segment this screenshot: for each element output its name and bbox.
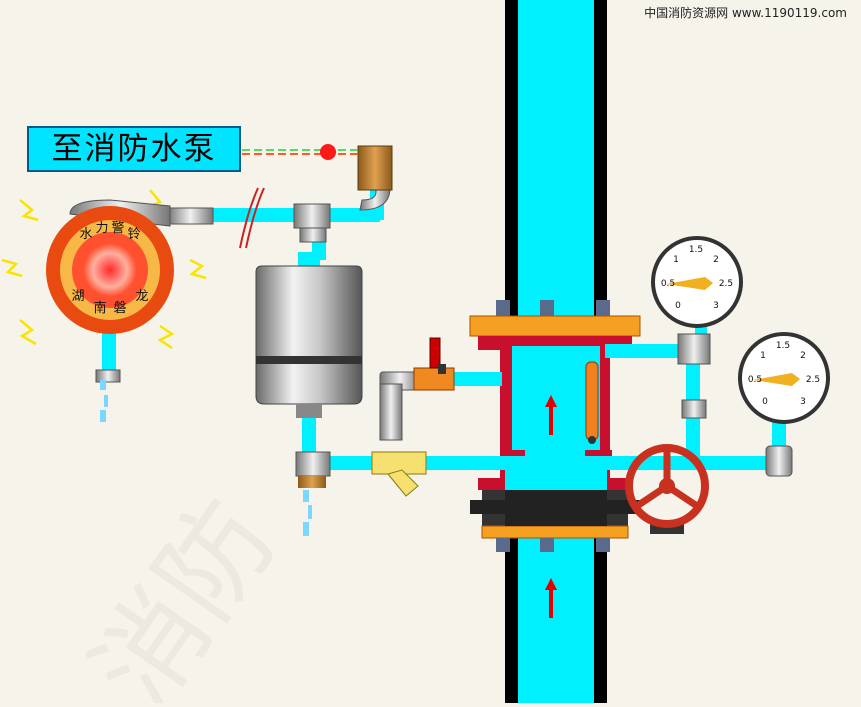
drain-water-center <box>303 490 312 536</box>
signal-wires <box>239 187 265 249</box>
gauge-tick: 0.5 <box>748 375 762 385</box>
gauge-tick: 1 <box>760 351 766 361</box>
lower-flange <box>470 486 640 552</box>
pressure-gauge-lower: 0 0.5 1 1.5 2 2.5 3 <box>738 332 830 424</box>
gauge-tick: 2.5 <box>806 375 820 385</box>
gauge-tick: 3 <box>713 301 719 311</box>
site-watermark: 中国消防资源网 www.1190119.com <box>644 6 847 20</box>
to-fire-pump-label: 至消防水泵 <box>27 126 241 172</box>
gauge-tick: 0 <box>762 397 768 407</box>
drain-water-left <box>100 380 108 422</box>
y-strainer <box>371 451 427 497</box>
control-valve-handwheel <box>625 444 709 534</box>
gauge-tick: 1.5 <box>776 341 790 351</box>
bell-char: 力 <box>95 221 108 236</box>
bell-char: 警 <box>111 220 124 236</box>
pipe-fittings <box>95 181 793 488</box>
gauge-tick: 2 <box>800 351 806 361</box>
bell-char: 磐 <box>113 301 126 316</box>
flow-arrows <box>545 395 557 618</box>
bell-char: 湖 <box>71 289 84 304</box>
gauge-tick: 0 <box>675 301 681 311</box>
gauge-tick: 2 <box>713 255 719 265</box>
gauge-tick: 0.5 <box>661 279 675 289</box>
pipe-network <box>102 190 786 470</box>
bell-char: 水 <box>79 227 92 242</box>
gauge-tick: 3 <box>800 397 806 407</box>
gauge-tick: 1 <box>673 255 679 265</box>
arrow-up-riser <box>545 578 557 618</box>
pressure-gauge-upper: 0 0.5 1 1.5 2 2.5 3 <box>651 236 743 328</box>
svg-text:消防: 消防 <box>68 478 299 703</box>
background-watermark: 消防 <box>68 478 299 707</box>
gauge-tick: 1.5 <box>689 245 703 255</box>
bell-char: 龙 <box>135 289 148 304</box>
test-ball-valve <box>413 337 455 391</box>
arrow-up-valve <box>545 395 557 435</box>
bell-char: 南 <box>93 300 106 316</box>
water-motor-alarm-bell <box>1 189 207 350</box>
bell-char: 铃 <box>127 227 140 242</box>
retard-chamber-tank <box>255 252 363 418</box>
pressure-switch <box>242 144 393 191</box>
bell-labels: 水 力 警 铃 湖 南 磐 龙 <box>71 220 148 316</box>
gauge-tick: 2.5 <box>719 279 733 289</box>
